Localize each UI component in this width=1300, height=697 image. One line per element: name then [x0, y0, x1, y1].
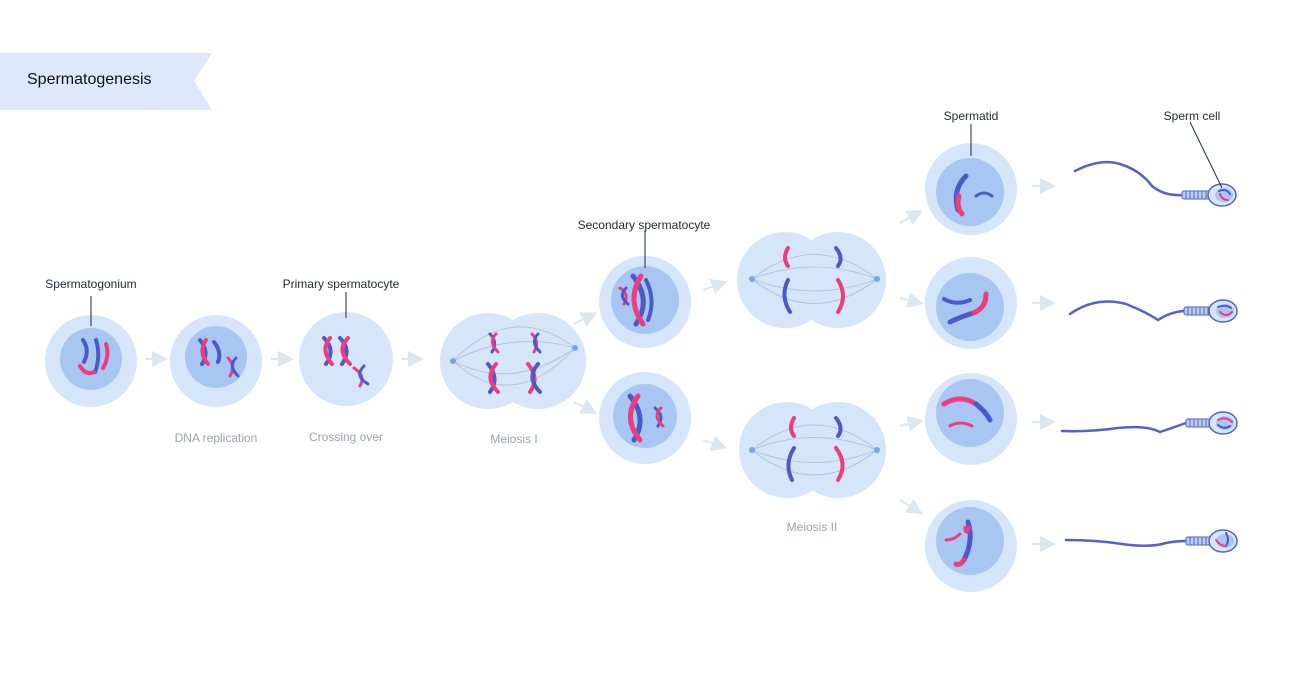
label-primary-spermatocyte: Primary spermatocyte: [283, 277, 400, 291]
flow-arrow: [900, 500, 916, 510]
dna-replication-cell: [170, 315, 262, 407]
spermatid-cell-1: [925, 143, 1017, 235]
stage-meiosis-2: Meiosis II: [787, 520, 838, 534]
sperm-cell-1: [1075, 162, 1236, 206]
spermatid-cell-4: [925, 500, 1017, 592]
sperm-cell-pointer: [1190, 122, 1222, 188]
primary-spermatocyte-cell: [299, 312, 393, 406]
spermatogonium-cell: [45, 315, 137, 407]
flow-arrow: [900, 422, 916, 426]
flow-arrow: [703, 284, 720, 290]
stage-meiosis-1: Meiosis I: [490, 432, 537, 446]
flow-arrow: [900, 298, 916, 302]
label-sperm-cell: Sperm cell: [1164, 109, 1221, 123]
secondary-spermatocyte-cell-bottom: [599, 372, 691, 464]
spermatid-cell-3: [925, 373, 1017, 465]
sperm-cell-2: [1070, 300, 1237, 322]
label-spermatid: Spermatid: [944, 109, 999, 123]
stage-dna-replication: DNA replication: [175, 431, 258, 445]
label-secondary-spermatocyte: Secondary spermatocyte: [578, 218, 711, 232]
flow-arrow: [703, 440, 720, 446]
sperm-cell-3: [1062, 412, 1237, 434]
label-spermatogonium: Spermatogonium: [45, 277, 136, 291]
stage-crossing-over: Crossing over: [309, 430, 383, 444]
sperm-cell-4: [1066, 530, 1237, 552]
meiosis-2-cell-top: [737, 232, 886, 328]
spermatid-cell-2: [925, 257, 1017, 349]
meiosis-2-cell-bottom: [739, 402, 886, 498]
meiosis-1-cell: [440, 313, 586, 409]
flow-arrow: [574, 316, 590, 324]
flow-arrow: [574, 402, 590, 410]
flow-arrow: [900, 214, 916, 223]
secondary-spermatocyte-cell-top: [599, 256, 691, 348]
